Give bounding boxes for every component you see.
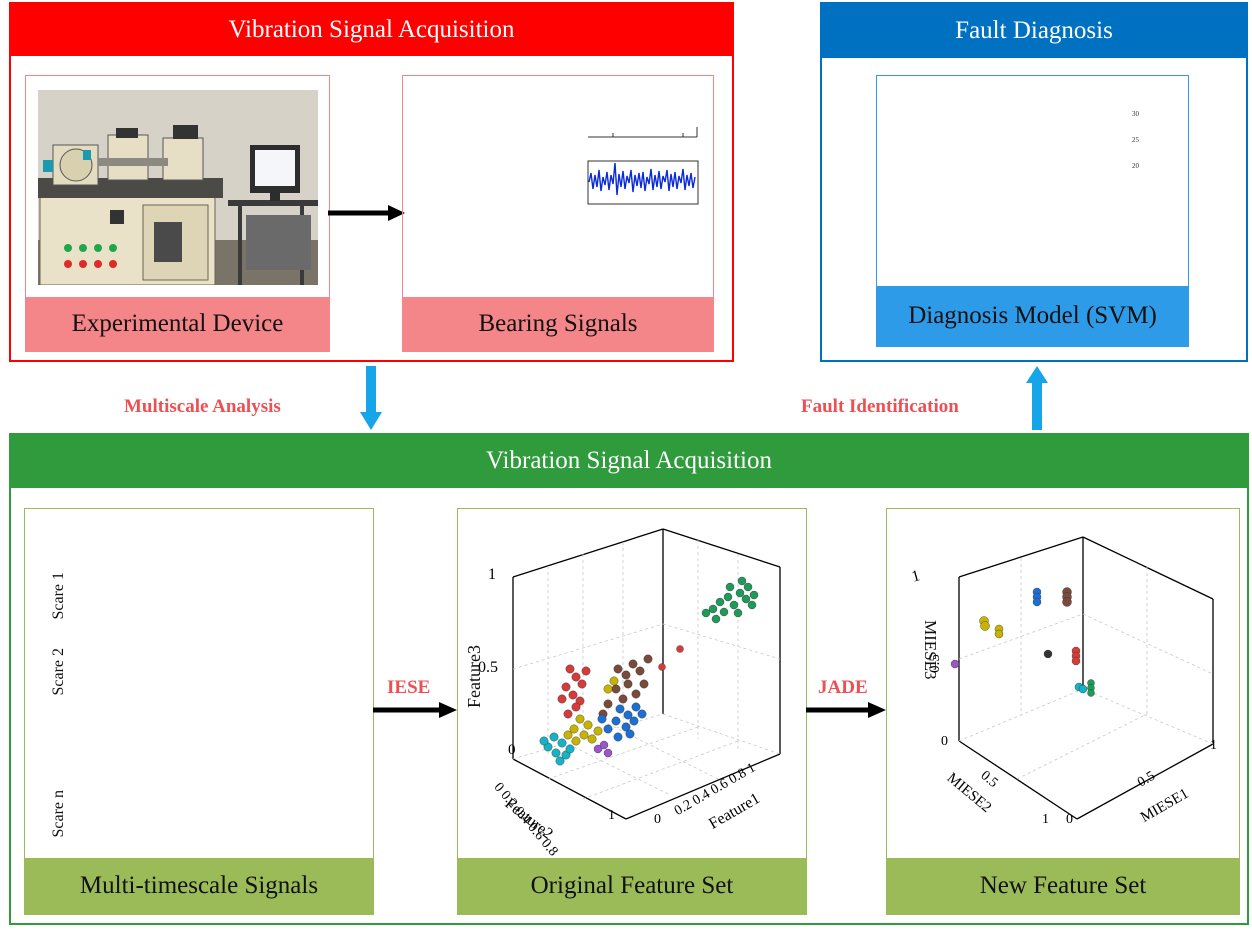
diagnosis-header: Fault Diagnosis bbox=[821, 3, 1247, 58]
arrow-up-identification bbox=[1026, 366, 1048, 430]
multiscale-panel bbox=[24, 508, 374, 915]
new-feature-caption-bar: New Feature Set bbox=[887, 858, 1239, 914]
model-caption-bar: Diagnosis Model (SVM) bbox=[877, 286, 1188, 346]
axis-tick-25: 25 bbox=[1132, 136, 1139, 144]
signals-panel bbox=[402, 75, 714, 352]
signal-waveforms bbox=[587, 127, 699, 205]
diagnosis-model-panel bbox=[876, 75, 1189, 347]
model-caption: Diagnosis Model (SVM) bbox=[908, 302, 1157, 329]
jade-label: JADE bbox=[818, 677, 868, 698]
acquisition-header: Vibration Signal Acquisition bbox=[10, 3, 733, 56]
original-feature-caption-bar: Original Feature Set bbox=[458, 858, 806, 914]
arrow-jade bbox=[806, 702, 886, 718]
miese1-tick-0: 0 bbox=[1066, 812, 1073, 827]
new-feature-3d-scatter bbox=[950, 536, 1214, 820]
feature3-tick-05: 0.5 bbox=[478, 659, 498, 676]
feature-header: Vibration Signal Acquisition bbox=[10, 434, 1248, 488]
iese-label: IESE bbox=[387, 677, 431, 698]
multiscale-caption: Multi-timescale Signals bbox=[79, 872, 319, 899]
device-caption-bar: Experimental Device bbox=[26, 297, 329, 351]
acquisition-title: Vibration Signal Acquisition bbox=[228, 15, 515, 43]
arrow-down-multiscale bbox=[360, 366, 382, 430]
feature3-axis-label: Feature3 bbox=[464, 645, 484, 708]
new-feature-panel bbox=[886, 508, 1240, 915]
feature3-tick-0: 0 bbox=[508, 742, 516, 758]
axis-tick-30: 30 bbox=[1132, 110, 1139, 118]
signals-caption-bar: Bearing Signals bbox=[403, 297, 713, 351]
original-feature-3d-scatter bbox=[512, 528, 781, 820]
scale-2-label: Scare 2 bbox=[50, 648, 67, 696]
feature2-tick-1: 1 bbox=[608, 808, 615, 823]
miese2-tick-0: 0 bbox=[941, 734, 948, 749]
arrow-device-to-signals bbox=[328, 205, 405, 221]
feature1-tick-0: 0 bbox=[654, 812, 661, 827]
fault-identification-label: Fault Identification bbox=[801, 396, 959, 417]
miese1-tick-1: 1 bbox=[1210, 738, 1217, 753]
new-feature-caption: New Feature Set bbox=[979, 872, 1147, 899]
scale-n-label: Scare n bbox=[50, 790, 67, 838]
device-caption: Experimental Device bbox=[71, 310, 284, 337]
scale-1-label: Scare 1 bbox=[50, 572, 67, 620]
test-rig-illustration bbox=[38, 90, 318, 285]
miese2-tick-1: 1 bbox=[1042, 812, 1049, 827]
diagnosis-title: Fault Diagnosis bbox=[955, 16, 1113, 44]
device-photo bbox=[38, 90, 318, 285]
original-feature-caption: Original Feature Set bbox=[530, 872, 734, 899]
signals-caption: Bearing Signals bbox=[478, 310, 638, 337]
arrow-iese bbox=[373, 702, 457, 718]
feature-section-title: Vibration Signal Acquisition bbox=[486, 447, 772, 474]
axis-tick-20: 20 bbox=[1132, 162, 1139, 170]
feature3-tick-1: 1 bbox=[488, 566, 496, 583]
multiscale-caption-bar: Multi-timescale Signals bbox=[25, 858, 373, 914]
miese3-axis-label: MIESE3 bbox=[921, 620, 940, 680]
multiscale-analysis-label: Multiscale Analysis bbox=[124, 396, 281, 417]
